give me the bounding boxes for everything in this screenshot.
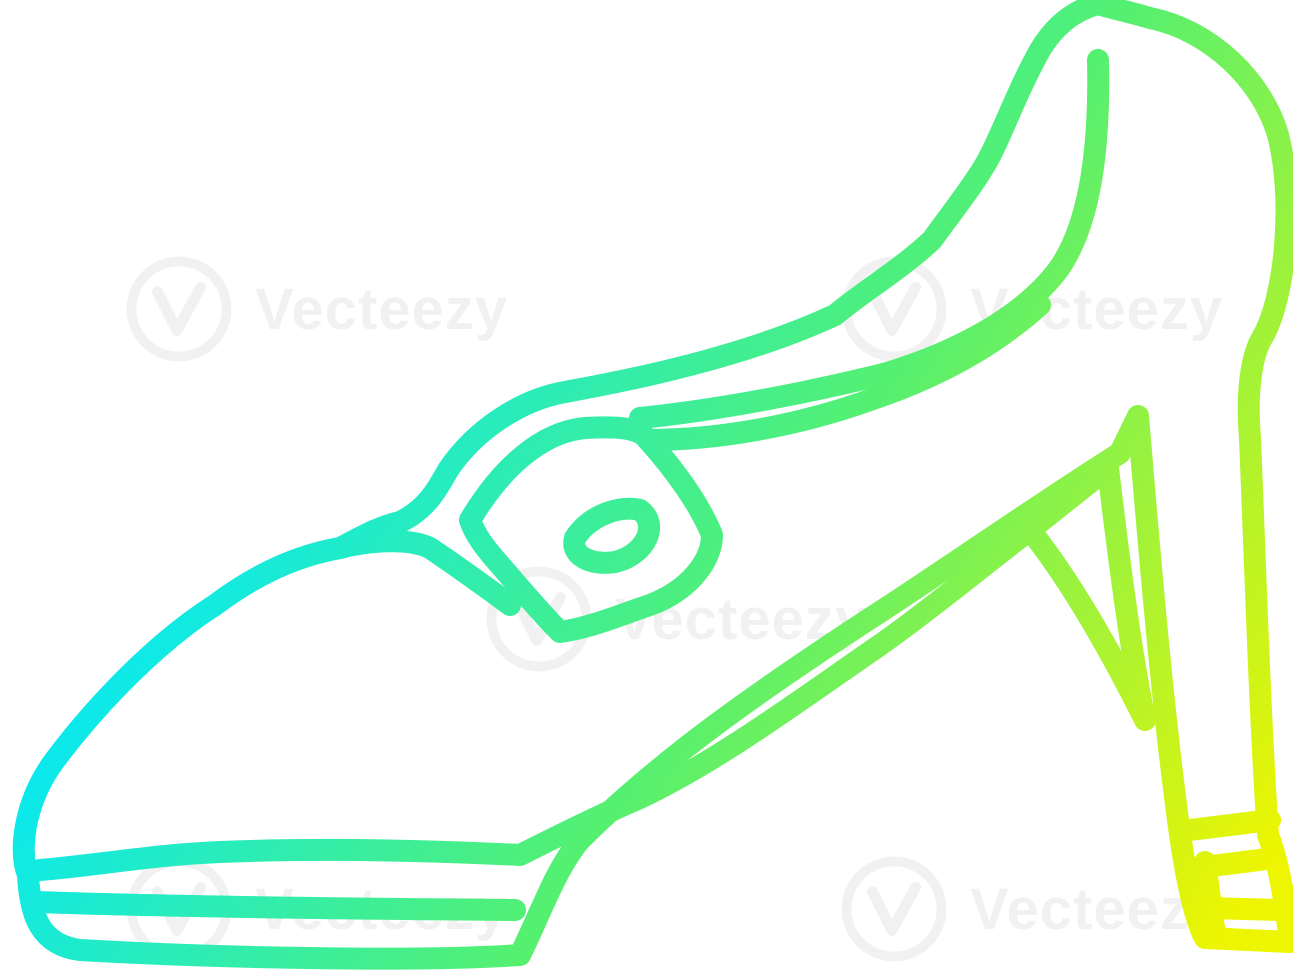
shoe-vamp-line [329,530,521,616]
shoe-strap [459,416,723,643]
shoe-inner-lining [629,49,1110,429]
shoe-sole-edge [29,519,1041,881]
shoe-heel-front [1019,457,1156,731]
shoe-sole-line [27,891,526,921]
shoe-outline [12,0,1293,970]
shoe-buckle [563,497,661,574]
shoe-heel-tip-side [1194,851,1226,946]
shoe-strap-band [637,294,1051,451]
